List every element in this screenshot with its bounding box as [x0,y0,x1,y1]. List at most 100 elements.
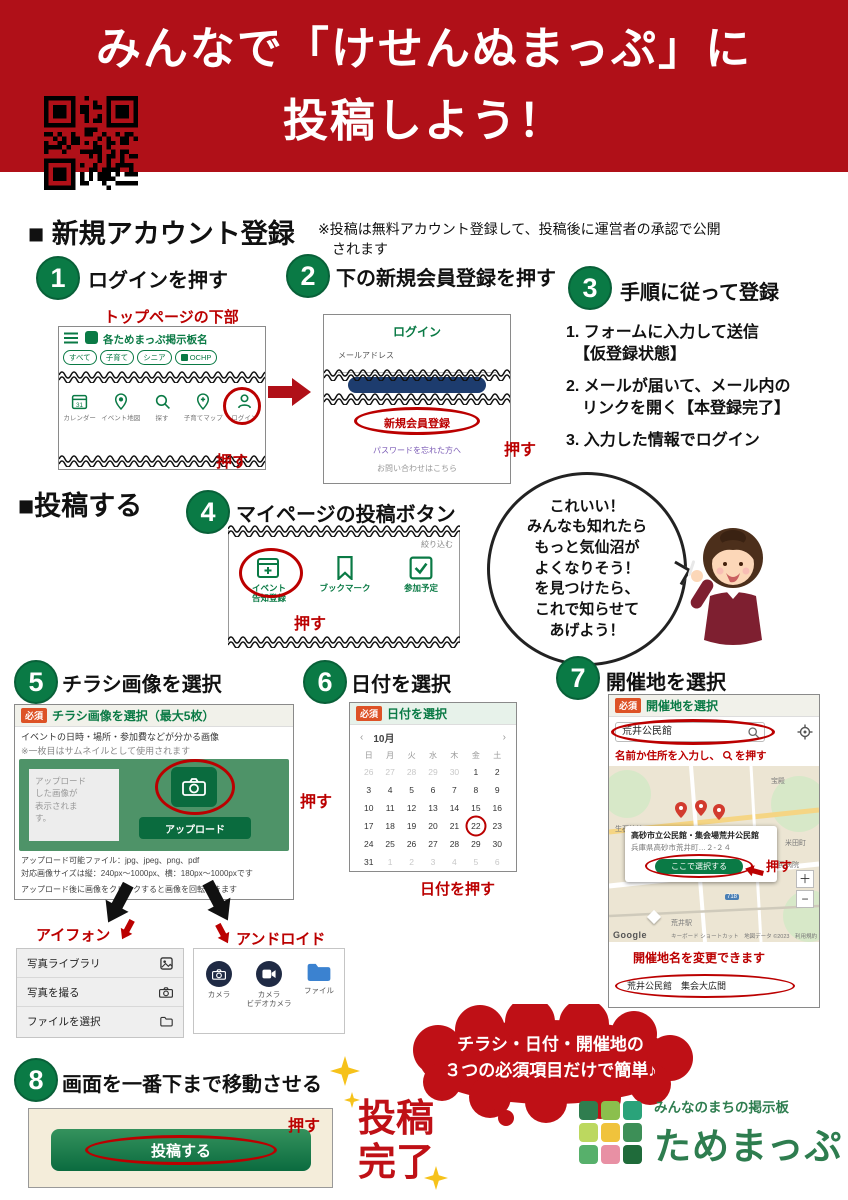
flyer-desc-1: イベントの日時・場所・参加費などが分かる画像 [21,732,220,742]
bottom-nav: 31 カレンダー イベント地図 探す 子育てマップ ログイン [59,393,265,422]
nav-login[interactable]: ログイン [224,393,265,422]
torn-edge [58,369,276,384]
android-video-camera[interactable]: カメラ ビデオカメラ [246,961,292,1009]
calendar-day[interactable]: 2 [409,857,414,867]
upload-button[interactable]: アップロード [139,817,251,839]
calendar-day[interactable]: 17 [363,821,374,831]
nav-calendar[interactable]: 31 カレンダー [59,393,100,422]
nav-search[interactable]: 探す [141,393,182,422]
calendar-day[interactable]: 18 [385,821,395,831]
map-area[interactable]: 生石神社 宝殿 米田町 中央市民病院 荒井駅 718 高砂市立公民館・集会場荒井… [609,766,819,942]
calendar-day[interactable]: 29 [471,839,481,849]
calendar-day[interactable]: 28 [449,839,460,849]
calendar-day[interactable]: 4 [452,857,457,867]
calendar-day[interactable]: 28 [406,767,417,777]
next-month-button[interactable]: › [502,732,506,743]
calendar-day[interactable]: 12 [406,803,417,813]
calendar-day[interactable]: 27 [385,767,395,777]
zoom-out-button[interactable]: − [796,890,814,908]
calendar-day[interactable]: 10 [363,803,374,813]
calendar-day[interactable]: 29 [428,767,438,777]
blue-folder-icon [307,963,331,981]
attendance-button[interactable]: 参加予定 [385,556,457,603]
menu-item-choose-file[interactable]: ファイルを選択 [17,1007,183,1036]
calendar-day[interactable]: 6 [430,785,436,795]
mypage-actions: イベント 告知登録 ブックマーク 参加予定 [233,556,457,603]
nav-event-map[interactable]: イベント地図 [100,393,141,422]
calendar-day[interactable]: 27 [428,839,438,849]
venue-name-field[interactable]: 荒井公民館 集会大広間 [627,981,727,991]
calendar-day[interactable]: 9 [494,785,500,795]
chip-ochp[interactable]: OCHP [174,350,218,365]
calendar-day[interactable]: 3 [366,785,372,795]
calendar-day[interactable]: 11 [385,803,395,813]
calendar-day[interactable]: 30 [492,839,503,849]
calendar-day[interactable]: 23 [492,821,503,831]
step-2-title: 下の新規会員登録を押す [336,268,556,290]
calendar-day[interactable]: 4 [387,785,393,795]
iphone-share-menu: 写真ライブラリ 写真を撮る ファイルを選択 [16,948,184,1038]
venue-search-input[interactable]: 荒井公民館 [615,722,765,742]
hamburger-menu-icon[interactable] [64,332,78,344]
step-1-title: ログインを押す [88,270,228,292]
filter-label[interactable]: 絞り込む [421,540,453,549]
forgot-password-link[interactable]: パスワードを忘れた方へ [373,446,461,455]
search-icon[interactable] [747,726,760,739]
chip-senior[interactable]: シニア [137,350,172,365]
torn-edge [323,391,517,406]
step-2-badge: 2 [286,254,330,298]
chip-kosodate[interactable]: 子育て [99,350,135,365]
calendar-day[interactable]: 5 [473,857,479,867]
calendar-day[interactable]: 5 [409,785,414,795]
select-here-button[interactable]: ここで選択する [655,859,743,875]
calendar-day[interactable]: 15 [471,803,481,813]
calendar-day[interactable]: 24 [363,839,374,849]
calendar-day[interactable]: 13 [428,803,438,813]
calendar-day[interactable]: 20 [428,821,438,831]
calendar-day[interactable]: 8 [473,785,479,795]
prev-month-button[interactable]: ‹ [360,732,364,743]
camera-button[interactable] [171,767,217,807]
event-register-button[interactable]: イベント 告知登録 [233,556,305,603]
calendar-day[interactable]: 21 [449,821,460,831]
android-files[interactable]: ファイル [296,961,342,1009]
gps-target-icon[interactable] [797,724,813,740]
calendar-day[interactable]: 14 [449,803,460,813]
zoom-in-button[interactable]: ＋ [796,870,814,888]
calendar-day[interactable]: 31 [363,857,374,867]
nav-kosodate-map[interactable]: 子育てマップ [183,393,224,422]
photos-icon [160,956,173,970]
sparkle-icon [330,1056,360,1086]
calendar-day[interactable]: 26 [363,767,374,777]
upload-note-2: 対応画像サイズは縦：240px～1000px、横：180px～1000pxです [21,869,253,878]
tamemap-logo: みんなのまちの掲示板 ためまっぷ [578,1096,843,1170]
required-badge: 必須 [615,698,642,713]
menu-item-take-photo[interactable]: 写真を撮る [17,978,183,1007]
register-button[interactable]: 新規会員登録 [384,418,450,430]
calendar-day[interactable]: 16 [492,803,503,813]
login-submit-button-torn[interactable] [348,377,486,393]
calendar-day[interactable]: 25 [385,839,395,849]
popup-address: 兵庫県高砂市荒井町…２-２４ [631,843,731,853]
video-camera-circle-icon [256,961,282,987]
chip-all[interactable]: すべて [63,350,97,365]
calendar-day[interactable]: 26 [406,839,417,849]
email-input[interactable] [338,363,496,373]
calendar-day[interactable]: 1 [387,857,393,867]
menu-item-photo-library[interactable]: 写真ライブラリ [17,949,183,978]
calendar-day[interactable]: 22 [465,818,486,834]
bookmark-button[interactable]: ブックマーク [309,556,381,603]
android-label: アンドロイド [236,931,326,948]
calendar-day[interactable]: 30 [449,767,460,777]
submit-button[interactable]: 投稿する [51,1129,311,1171]
calendar-day[interactable]: 3 [430,857,436,867]
calendar-day[interactable]: 19 [406,821,417,831]
calendar-day[interactable]: 1 [473,767,479,777]
search-icon [155,394,170,409]
calendar-day[interactable]: 7 [452,785,457,795]
calendar-day[interactable]: 6 [494,857,500,867]
nav-label: カレンダー [63,415,96,422]
contact-link[interactable]: お問い合わせはこちら [377,464,457,473]
android-camera[interactable]: カメラ [196,961,242,1009]
calendar-day[interactable]: 2 [494,767,500,777]
